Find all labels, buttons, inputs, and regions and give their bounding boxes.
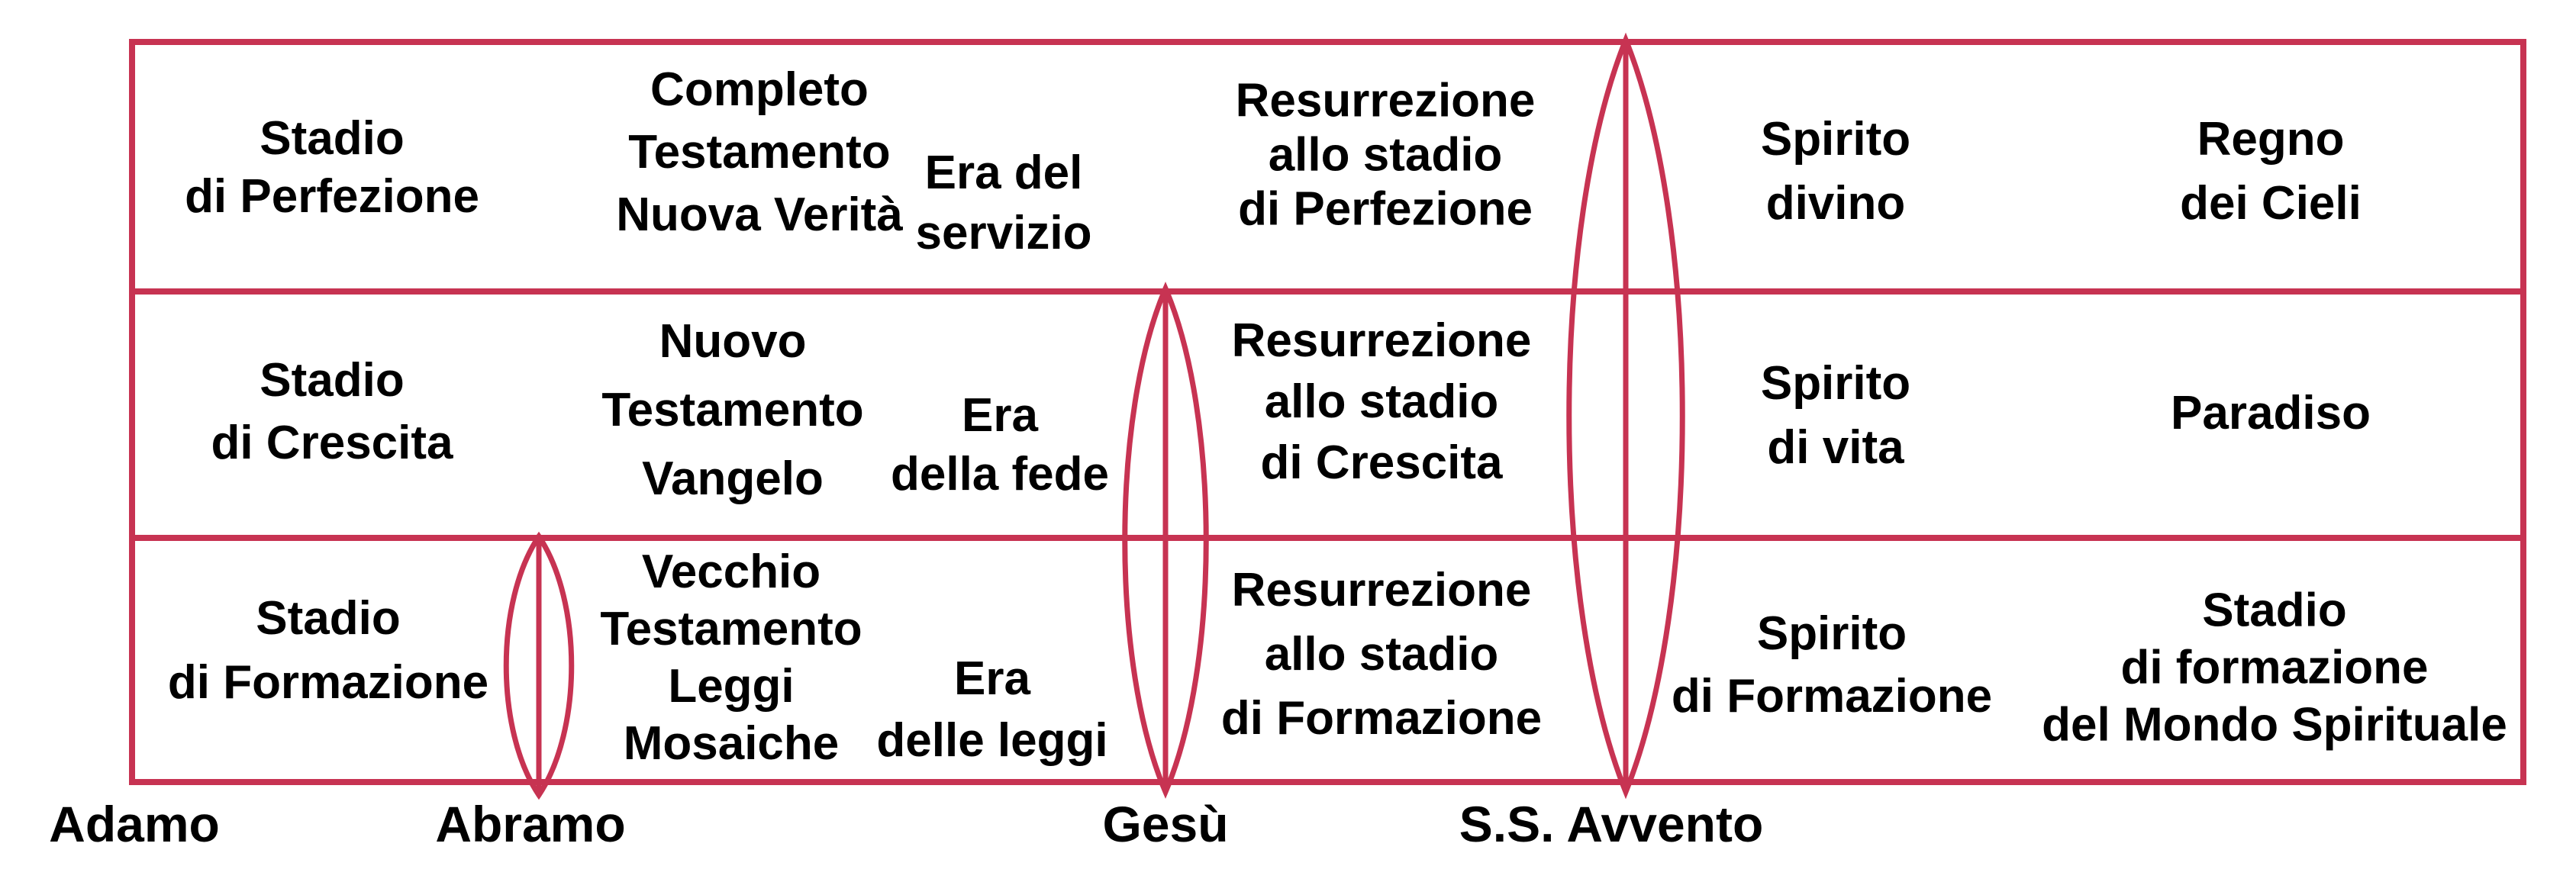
row-divider-2	[129, 535, 2526, 541]
cell-paradiso: Paradiso	[2171, 387, 2371, 439]
row-divider-1	[129, 288, 2526, 295]
abramo-lens	[503, 531, 575, 800]
gesu-lens	[1122, 282, 1209, 799]
diagram-frame	[129, 39, 2526, 785]
timeline-label-gesu: Gesù	[1102, 796, 1229, 852]
avvento-lens	[1566, 32, 1685, 800]
timeline-label-abramo: Abramo	[435, 796, 626, 852]
timeline-label-adamo: Adamo	[49, 796, 220, 852]
timeline-label-ss-avvento: S.S. Avvento	[1459, 796, 1764, 852]
